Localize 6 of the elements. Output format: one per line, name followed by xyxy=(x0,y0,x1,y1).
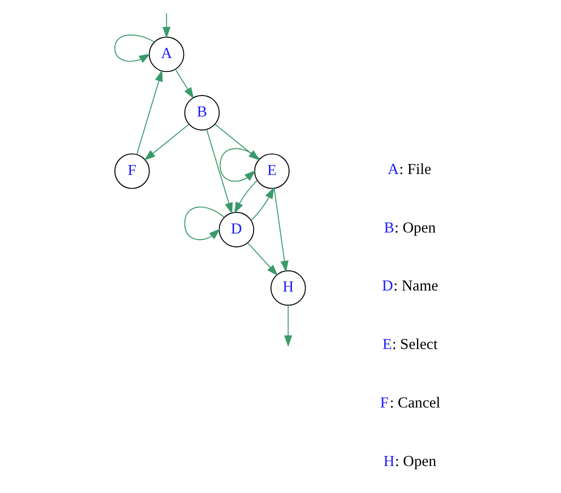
label: B: Open xyxy=(383,219,436,236)
label: F: Cancel xyxy=(380,394,440,412)
label: H: Open xyxy=(382,452,436,470)
label: D: Name xyxy=(382,278,438,295)
label: A: File xyxy=(387,160,431,178)
label: E: Select xyxy=(382,336,438,354)
